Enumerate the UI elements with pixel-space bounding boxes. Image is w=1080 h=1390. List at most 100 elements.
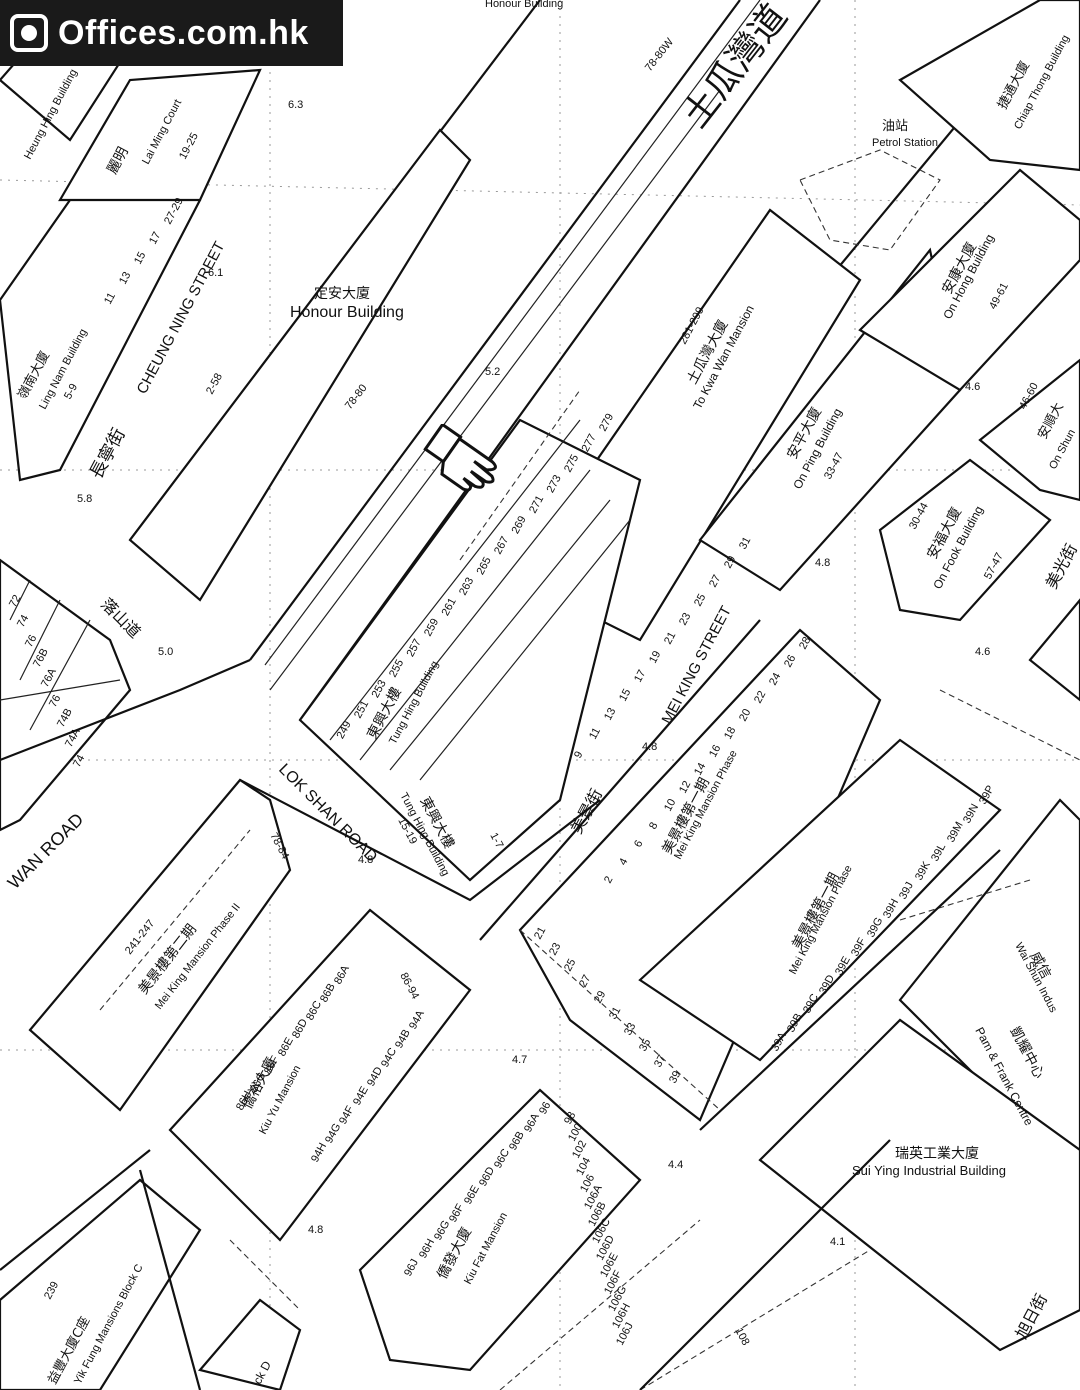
svg-text:4.1: 4.1: [830, 1236, 845, 1248]
lot-number: 11: [587, 726, 603, 742]
kiu-yu-block[interactable]: [168, 908, 472, 1242]
num-108: 108: [732, 1326, 751, 1348]
spot-heights: 6.3 6.1 5.2 5.8 5.0 4.6 4.8 4.6 4.8 4.8 …: [77, 99, 990, 1248]
tung-hing-lots: [329, 419, 631, 781]
lot-number: 6: [632, 838, 645, 849]
lot-number: 74: [15, 613, 31, 629]
block-70[interactable]: [1028, 598, 1080, 702]
svg-text:5.8: 5.8: [77, 493, 92, 505]
mei-king-street-en-label: MEI KING STREET: [659, 603, 735, 727]
honour-num: 78-80: [343, 382, 370, 412]
kiu-fat-block[interactable]: [358, 1088, 642, 1372]
location-pointer-icon[interactable]: [412, 424, 507, 514]
lot-number: 15: [132, 250, 148, 266]
lot-number: 24: [767, 671, 783, 687]
honour-num-top: 78-80W: [643, 36, 677, 74]
block-72-76[interactable]: [0, 558, 132, 832]
petrol-en-label: Petrol Station: [872, 137, 938, 149]
site-logo[interactable]: Offices.com.hk: [0, 0, 343, 66]
block-d[interactable]: [198, 1298, 302, 1390]
lot-number: 20: [737, 707, 753, 723]
lot-number: 14: [692, 761, 708, 777]
sui-ying-en-label: Sui Ying Industrial Building: [852, 1163, 1006, 1178]
on-hong-block[interactable]: [858, 168, 1080, 392]
lot-number: 4: [617, 856, 630, 867]
lot-number: 26: [782, 653, 798, 669]
lot-boundaries: [99, 389, 1080, 1390]
lai-ming-block[interactable]: [58, 68, 262, 202]
svg-text:5.2: 5.2: [485, 366, 500, 378]
lot-number: 279: [597, 412, 616, 434]
lot-number: 39P: [977, 783, 997, 806]
lot-number: 29: [722, 554, 738, 570]
lot-number: 12: [677, 779, 693, 795]
block-72-76-cells: [0, 579, 121, 731]
petrol-station-outline: [799, 149, 941, 251]
lot-number: 10: [662, 797, 678, 813]
petrol-cn-label: 油站: [882, 119, 908, 134]
lot-number: 18: [722, 725, 738, 741]
lot-number: 76: [23, 633, 39, 649]
lot-number: 13: [117, 270, 133, 286]
lot-number: 76: [47, 693, 63, 709]
lot-number: 11: [102, 291, 118, 307]
svg-text:5.0: 5.0: [158, 646, 173, 658]
lot-number: 21: [662, 630, 678, 646]
honour-building-cn-label: 定安大廈: [314, 285, 370, 302]
svg-text:4.8: 4.8: [308, 1224, 323, 1236]
on-fook-outline[interactable]: [878, 458, 1052, 622]
lot-number: 17: [147, 230, 163, 246]
mei-kwong-street-cn-label: 美光街: [1042, 541, 1080, 592]
lot-number: 39: [667, 1069, 683, 1085]
lot-number: 22: [752, 689, 768, 705]
lot-number: 74: [71, 753, 87, 769]
lot-number: 25: [692, 592, 708, 608]
lot-number: 23: [677, 611, 693, 627]
honour-building-outline[interactable]: [128, 128, 472, 602]
lot-number: 17: [632, 668, 648, 684]
logo-text: Offices.com.hk: [58, 13, 309, 52]
lot-number: 27: [577, 973, 593, 989]
lot-number: 13: [602, 706, 618, 722]
lot-number: 21: [532, 925, 548, 941]
lot-number: 25: [562, 957, 578, 973]
svg-text:4.8: 4.8: [642, 741, 657, 753]
lot-number: 37: [652, 1053, 668, 1069]
yik-fung-block[interactable]: [0, 1178, 202, 1390]
lot-number: 96: [537, 1100, 553, 1116]
svg-text:4.8: 4.8: [815, 557, 830, 569]
lot-number: 9: [572, 749, 585, 760]
mei-king-phase-2-block[interactable]: [28, 778, 292, 1112]
lot-number: 23: [547, 941, 563, 957]
mei-king-phase-1-block[interactable]: [638, 738, 1002, 1062]
mei-king-street-cn-label: 美景街: [567, 786, 606, 837]
lot-number: 277: [580, 432, 599, 454]
lot-number: 31: [737, 535, 753, 551]
to-kwa-wan-road-cn-label: 土瓜灣道: [675, 0, 796, 136]
honour-building-en-label: Honour Building: [290, 304, 404, 321]
chiap-thong-block[interactable]: [898, 0, 1080, 172]
svg-text:4.6: 4.6: [975, 646, 990, 658]
svg-text:6.3: 6.3: [288, 99, 303, 111]
lot-number: 29: [592, 989, 608, 1005]
sui-ying-block[interactable]: [758, 1018, 1080, 1352]
lot-number: 31: [607, 1005, 623, 1021]
on-shun-block[interactable]: [978, 358, 1080, 502]
lot-number: 8: [647, 820, 660, 831]
svg-text:4.8: 4.8: [358, 854, 373, 866]
svg-text:4.7: 4.7: [512, 1054, 527, 1066]
svg-text:6.1: 6.1: [208, 267, 223, 279]
camera-logo-icon: [10, 14, 48, 52]
cheung-ning-street-cn-label: 長寧街: [86, 425, 130, 483]
num-2-58: 2-58: [204, 371, 225, 396]
lot-number: 35: [637, 1037, 653, 1053]
svg-text:4.4: 4.4: [668, 1159, 683, 1171]
lot-number: 98: [562, 1110, 578, 1126]
sui-ying-cn-label: 瑞英工業大廈: [895, 1145, 979, 1162]
lot-number: 28: [797, 635, 813, 651]
lot-number: 2: [602, 874, 615, 885]
